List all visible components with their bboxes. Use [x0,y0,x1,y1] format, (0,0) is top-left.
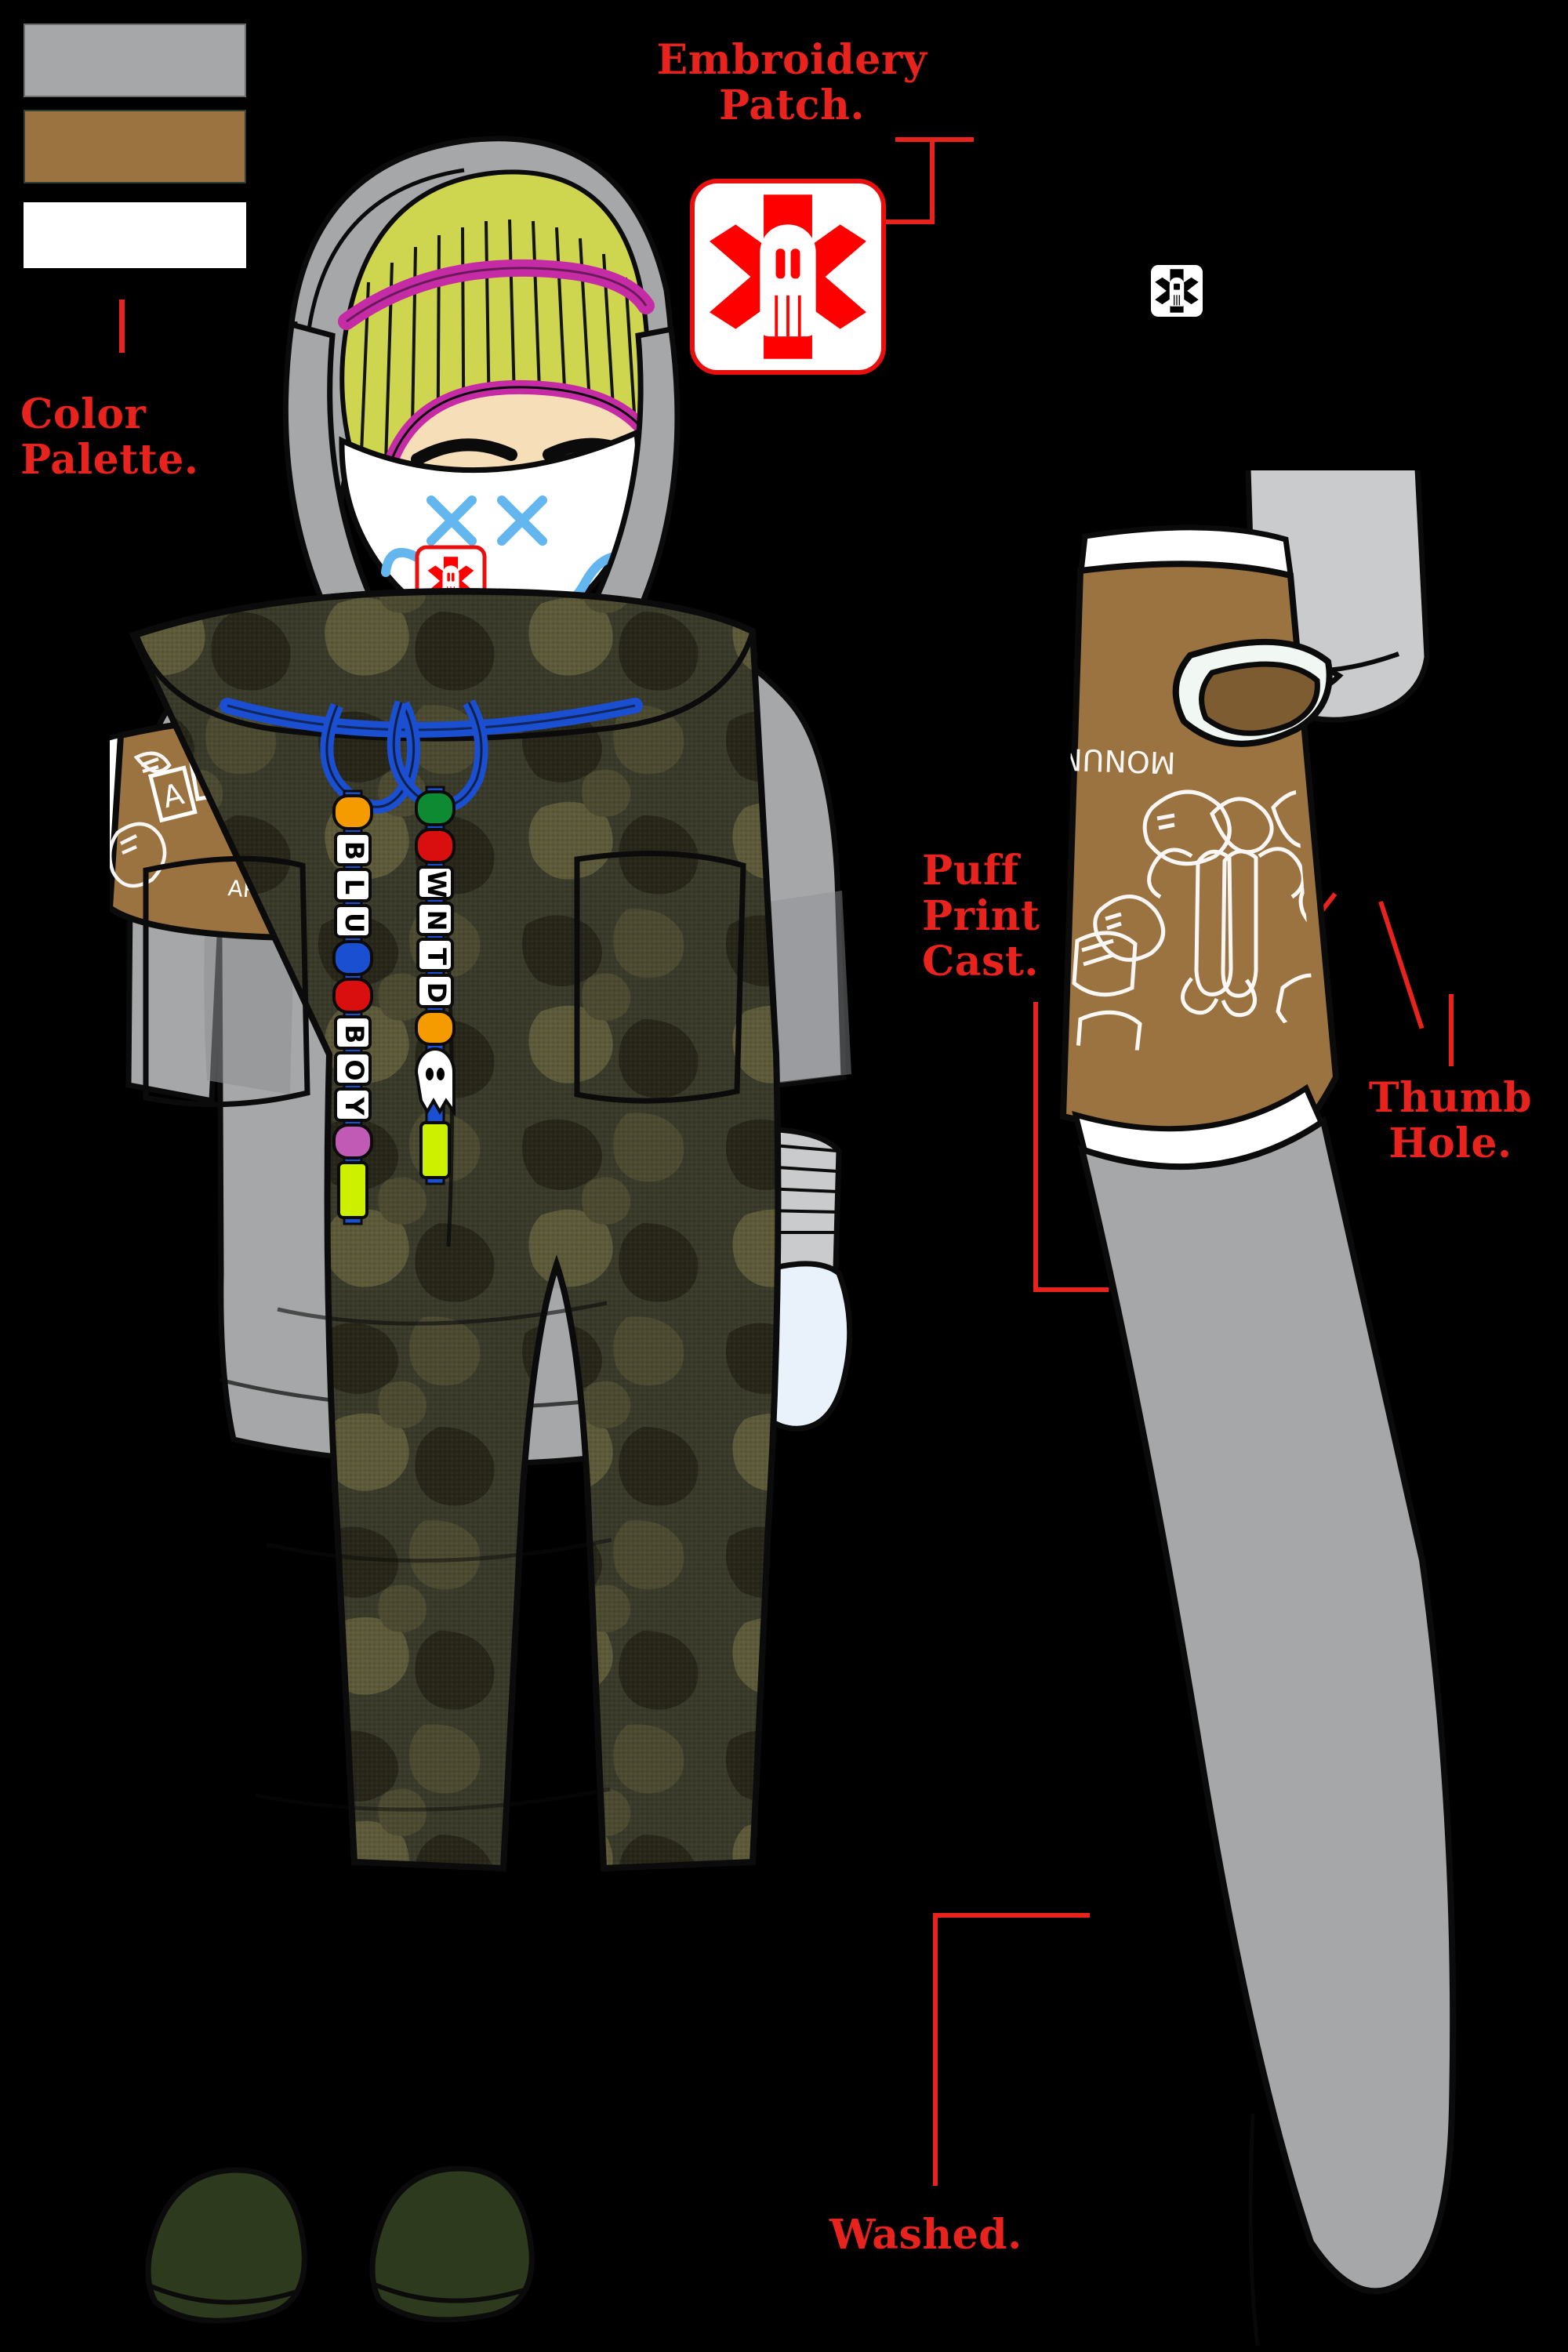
sleeve-print-doodles: MONUMENT [1058,739,1314,1051]
letter-bead [334,1051,372,1086]
letter-bead-char: W [422,870,452,898]
letter-bead [416,938,454,972]
svg-text:MONUMENT: MONUMENT [1058,739,1176,780]
letter-bead-char: T [422,948,452,965]
sleeve-washed-tail [1077,1116,1457,2347]
annotation-puff-print-cast: Puff Print Cast. [922,847,1040,986]
letter-bead [334,904,372,938]
bandana-face-x-eyes [426,495,547,546]
embroidery-patch [690,179,886,375]
shoes [145,2165,535,2324]
palette-swatch-tan [24,110,246,183]
annotation-thumb-hole: Thumb Hole. [1368,1074,1533,1168]
thumb-hole-opening [1172,638,1333,747]
color-bead [332,978,373,1014]
star-of-life-mono-icon [1151,265,1203,317]
figure-front-view: A P P A R E L CREATIVES OF THE [110,136,853,1872]
color-bead [332,940,373,976]
annotation-color-palette: Color Palette. [20,390,199,485]
star-of-life-mono-glyph [1151,265,1203,317]
sleeve-detail-flat: MONUMENT [1058,470,1457,2347]
color-bead [415,790,456,826]
aglet-tip [337,1161,368,1219]
puff-cast-leader-vertical [1033,1002,1038,1292]
star-of-life-icon [710,194,866,359]
puff-cast-leader-horizontal [1033,1287,1109,1292]
letter-bead-char: O [339,1059,369,1080]
embroidery-leader-tail [878,220,935,224]
palette-swatch-grey [24,24,246,97]
palette-swatch-white [24,202,246,268]
letter-bead-char: L [339,879,369,895]
letter-bead-char: B [339,841,369,860]
sleeve-cast-panel: MONUMENT [1058,524,1340,1178]
letter-bead [334,832,372,866]
ghost-charm [414,1047,456,1117]
letter-bead [416,974,454,1008]
letter-bead-char: U [339,913,369,933]
letter-bead [334,868,372,902]
color-bead [332,1123,373,1160]
palette-leader-line [119,299,125,353]
color-palette-group [13,14,248,289]
shoe-left [145,2167,307,2324]
color-bead [415,828,456,864]
letter-bead-char: D [422,982,452,1004]
letter-bead [416,902,454,936]
washed-leader-horizontal [933,1913,1090,1918]
letter-bead [334,1087,372,1122]
annotation-embroidery-patch: Embroidery Patch. [656,36,927,130]
aglet-tip [419,1121,451,1179]
letter-bead [416,866,454,900]
color-bead [332,794,373,830]
embroidery-leader-vertical [930,137,935,223]
annotation-washed: Washed. [829,2211,1022,2259]
letter-bead-char: N [422,910,452,931]
shoe-right [369,2165,535,2323]
letter-bead-char: Y [339,1096,369,1116]
thumb-hole-leader-vertical [1449,994,1454,1066]
color-bead [415,1010,456,1046]
letter-bead [334,1015,372,1050]
washed-leader-vertical [933,1913,938,2186]
letter-bead-char: B [339,1025,369,1044]
embroidery-leader-horizontal [895,137,974,142]
